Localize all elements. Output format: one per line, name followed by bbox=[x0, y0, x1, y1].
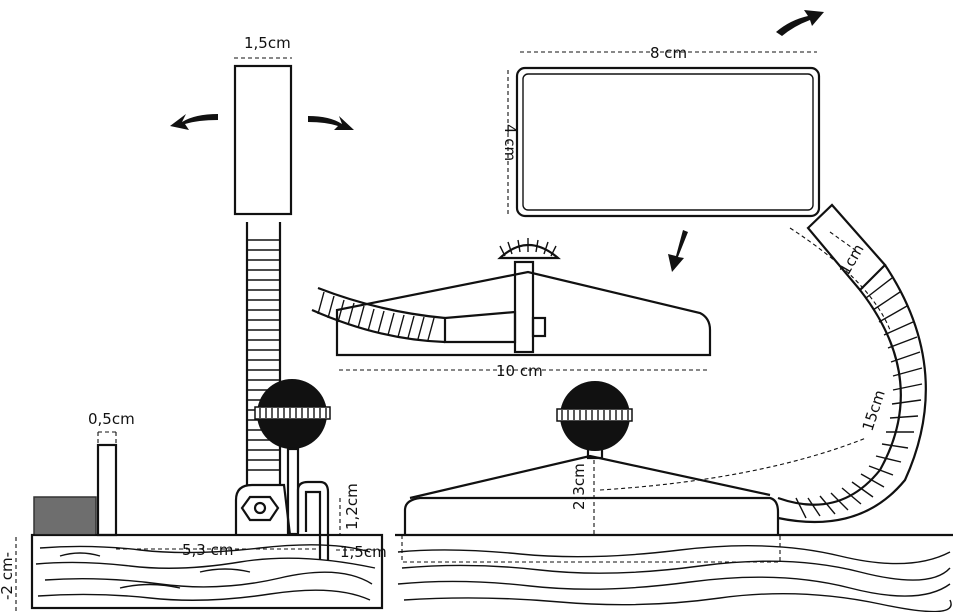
mirror bbox=[515, 66, 821, 218]
inset-side-view bbox=[311, 238, 712, 357]
label-hose-length: 15cm bbox=[859, 388, 889, 433]
bracket-left bbox=[234, 483, 292, 536]
down-arrow-icon bbox=[668, 230, 688, 272]
wood-board-right bbox=[395, 533, 953, 612]
gooseneck-right bbox=[777, 264, 927, 524]
gooseneck-left bbox=[245, 222, 282, 485]
label-mirror-height: 4 cm bbox=[501, 124, 519, 161]
wood-board-left bbox=[30, 533, 384, 610]
knob-right bbox=[556, 381, 633, 451]
left-side-view bbox=[15, 57, 384, 612]
hose-collar bbox=[806, 203, 887, 292]
clip-box bbox=[233, 64, 293, 216]
thin-stem bbox=[96, 443, 118, 537]
sponge-block bbox=[33, 496, 97, 536]
label-mirror-width: 8 cm bbox=[650, 44, 687, 62]
right-side-view bbox=[311, 10, 953, 612]
label-hose-collar: 1cm bbox=[836, 241, 868, 278]
rotate-arrow-left-icon bbox=[170, 114, 218, 130]
label-clip-width: 1,5cm bbox=[244, 34, 291, 52]
label-clip-height: 1,2cm bbox=[343, 483, 361, 530]
label-mount-height: 2,3cm bbox=[570, 463, 588, 510]
label-base-width: 10 cm bbox=[496, 362, 543, 380]
label-board-thickness: -2 cm- bbox=[0, 552, 16, 600]
spring-clip bbox=[296, 480, 330, 560]
rotate-arrow-right-icon bbox=[308, 116, 354, 130]
label-base-length: 5,3 cm bbox=[182, 541, 233, 559]
label-stem-width: 0,5cm bbox=[88, 410, 135, 428]
rotate-arrow-top-icon bbox=[776, 10, 824, 36]
knob-left bbox=[254, 379, 331, 536]
base-mount-right bbox=[403, 446, 780, 535]
label-clip-offset: 1,5cm bbox=[340, 543, 387, 561]
